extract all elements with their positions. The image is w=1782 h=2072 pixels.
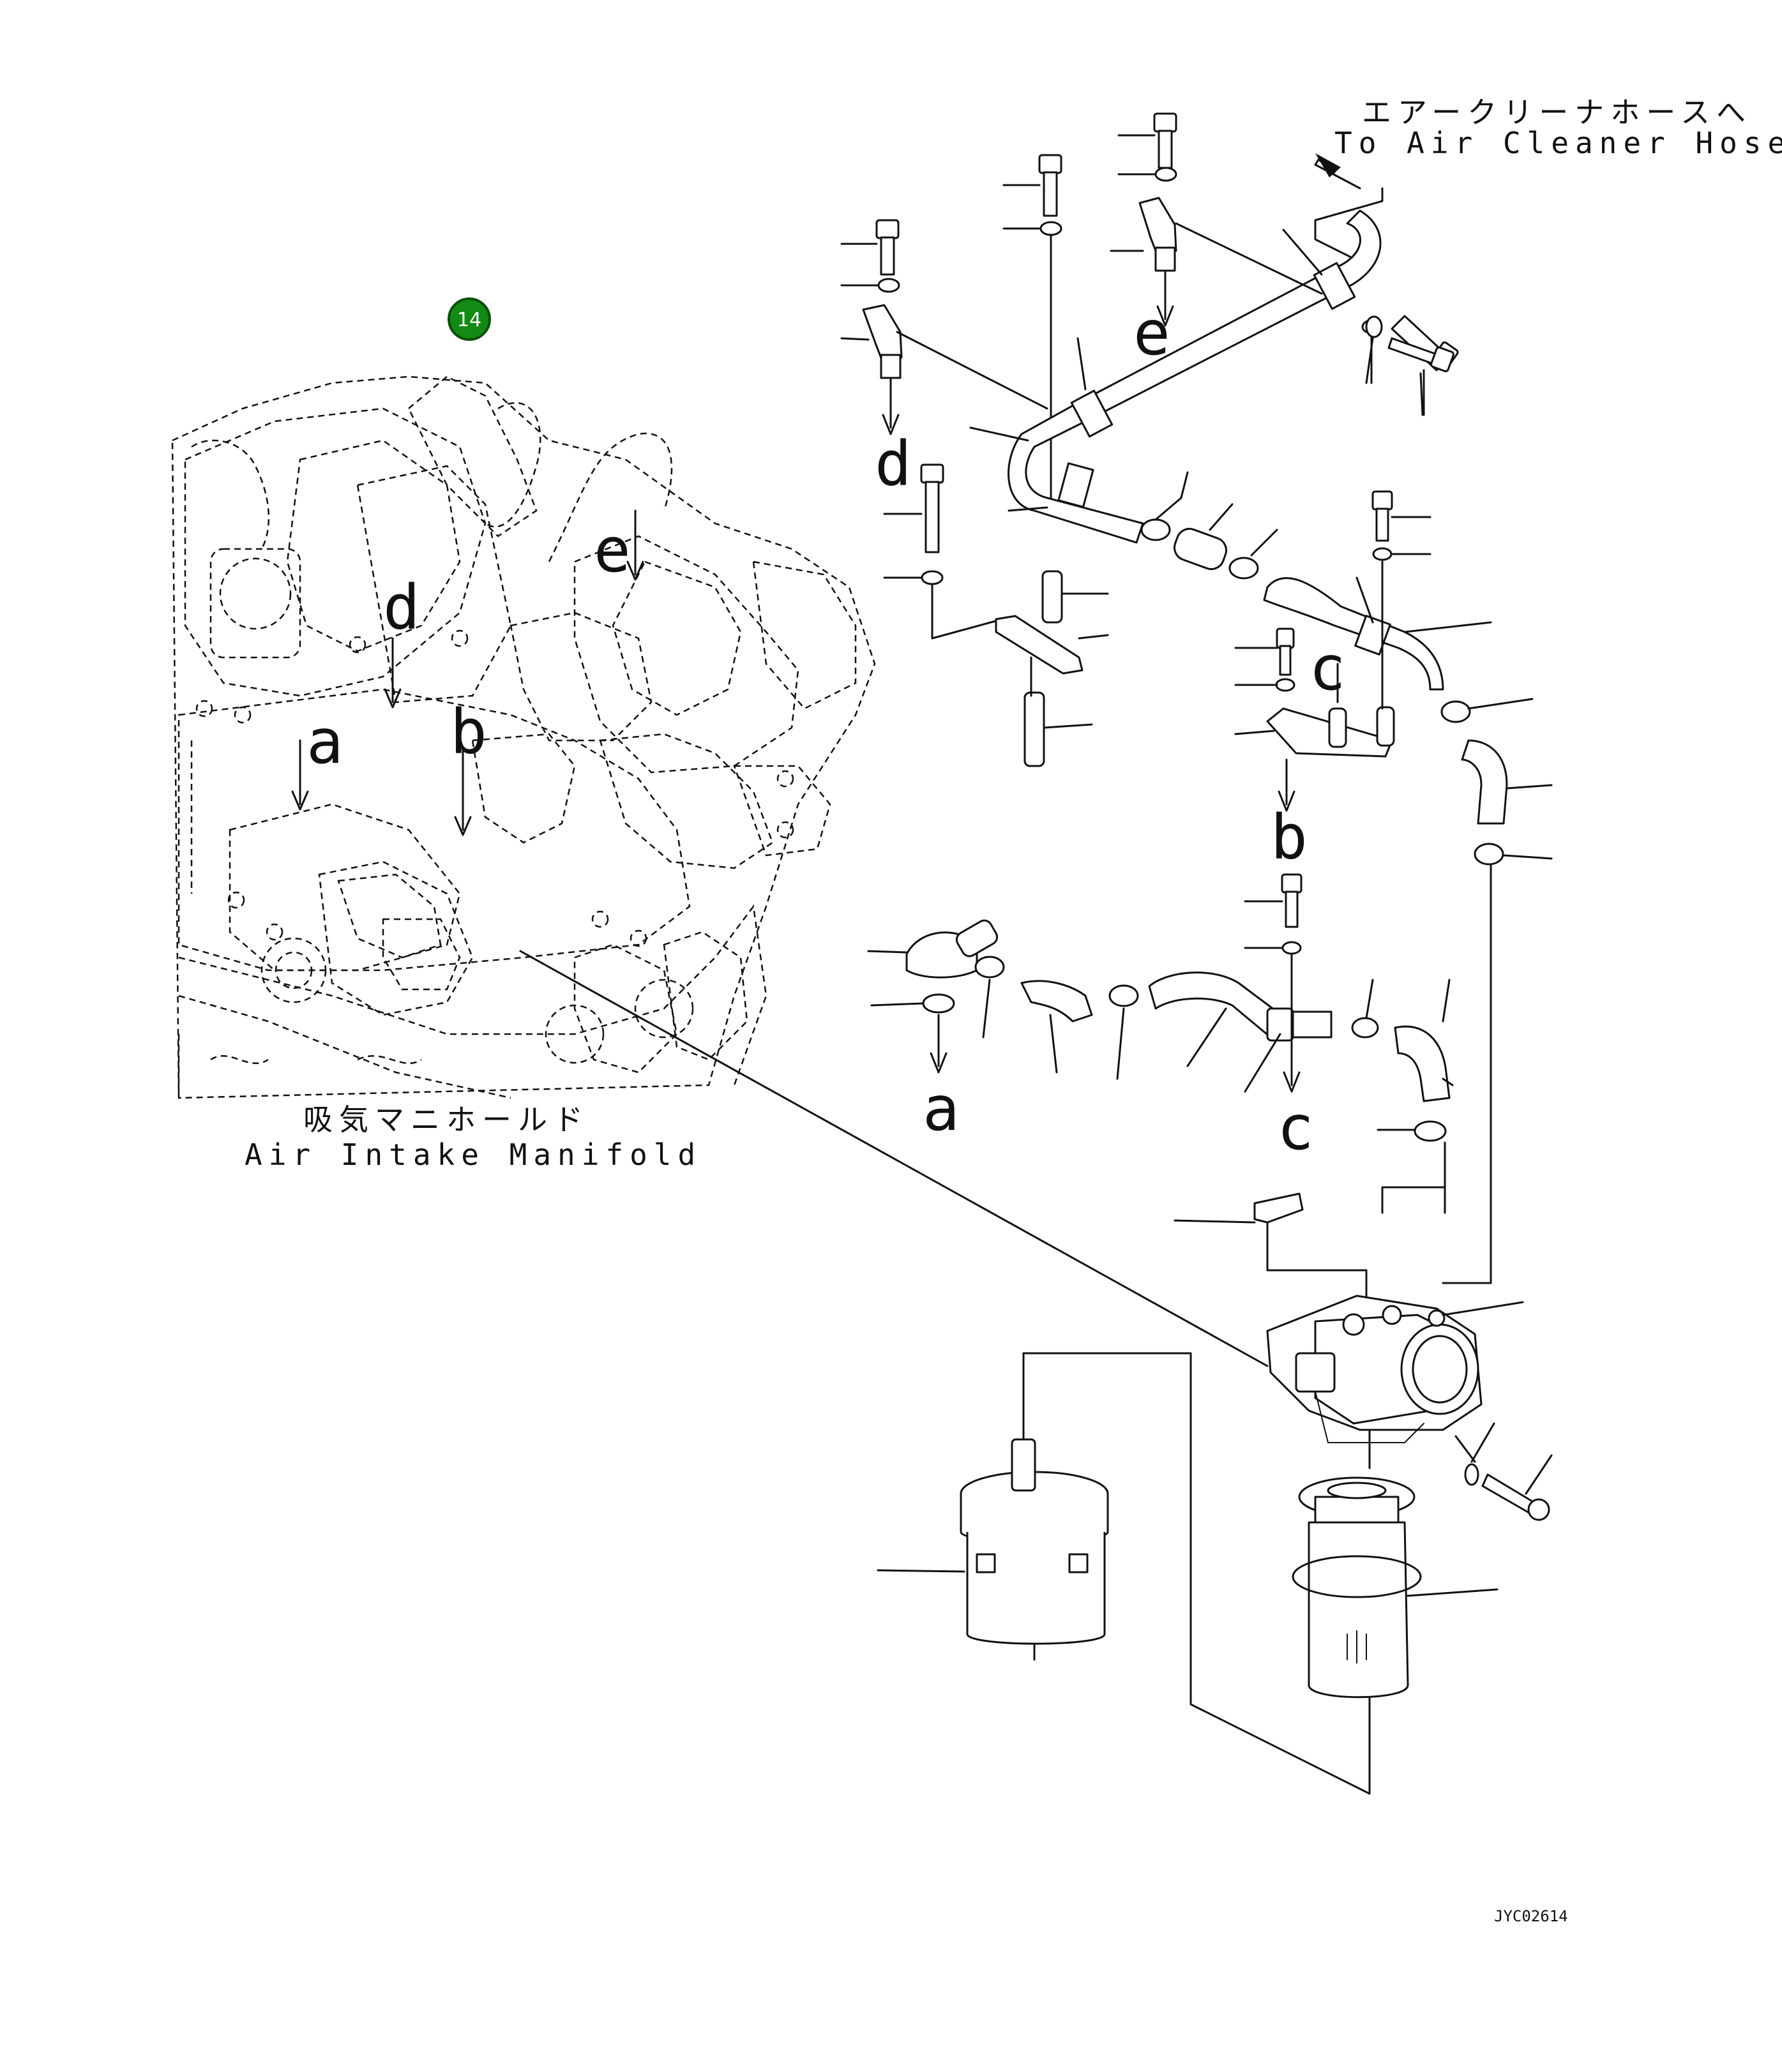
callout-badge-number: 14: [457, 309, 481, 331]
manifold-connection-leader: [519, 950, 1269, 1367]
manifold-label-en: Air Intake Manifold: [245, 1137, 702, 1172]
filter-cup: [877, 1352, 1371, 1795]
manifold-label-jp: 吸気マニホールド: [303, 1102, 589, 1137]
connection-letter-c: c: [1277, 1092, 1314, 1164]
connection-letter-a: a: [923, 1073, 960, 1145]
hoses-right: [1440, 698, 1553, 1284]
filter-element: [1292, 1429, 1499, 1699]
top-fasteners: d e: [840, 112, 1459, 640]
drawing-code: JYC02614: [1494, 1907, 1568, 1925]
connection-letter-e-engine: e: [594, 514, 631, 586]
sensor: [1174, 1186, 1446, 1303]
hoses-upper: c b: [1140, 471, 1492, 873]
connection-letter-c-upper: c: [1309, 633, 1346, 704]
air-cleaner-label-en: To Air Cleaner Hose: [1334, 126, 1782, 160]
pipe-support: [995, 570, 1109, 767]
connection-letter-b-engine: b: [450, 696, 487, 768]
hoses-lower: a c: [867, 873, 1454, 1214]
filter-head: [1266, 1295, 1553, 1521]
air-cleaner-label-jp: エアークリーナホースへ: [1362, 95, 1752, 130]
connection-letter-d: d: [875, 428, 912, 500]
engine-assembly: [171, 375, 876, 1099]
connection-letter-d-engine: d: [383, 572, 420, 643]
connection-letter-b: b: [1271, 802, 1308, 873]
breather-pipe: [896, 209, 1455, 544]
connection-letter-a-engine: a: [306, 706, 344, 777]
air-cleaner-leader: [1314, 187, 1384, 263]
callout-badge: [448, 297, 491, 341]
